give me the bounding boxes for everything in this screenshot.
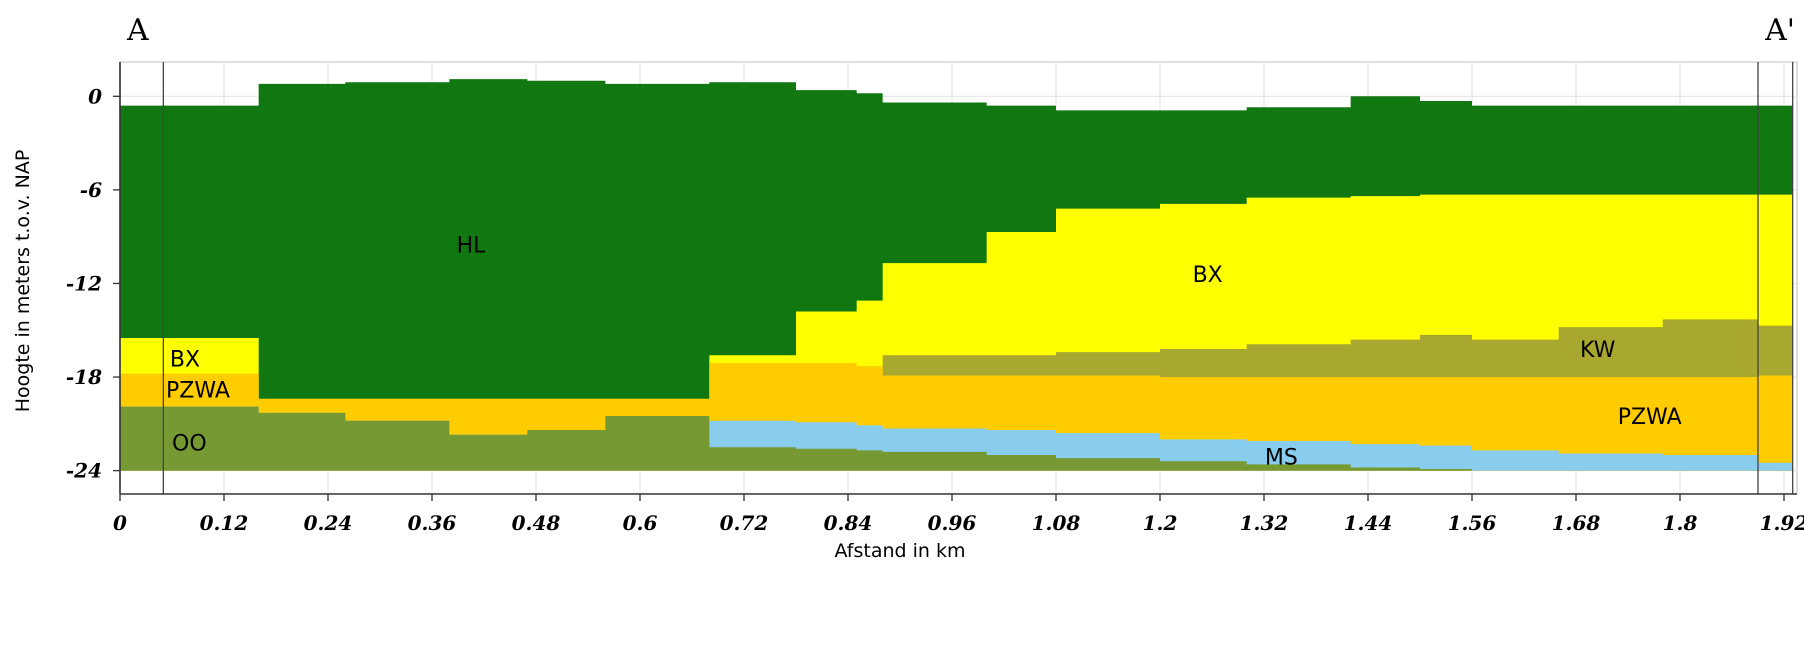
x-tick-label: 0.72 bbox=[720, 511, 769, 535]
x-axis-ticks: 0 0.12 0.24 0.36 0.48 0.6 0.72 0.84 0.96 1.08 1.2 1… bbox=[113, 494, 1804, 535]
layer-label-oo: OO bbox=[172, 432, 207, 457]
x-tick-label: 0.48 bbox=[512, 511, 561, 535]
x-tick-label: 1.56 bbox=[1448, 511, 1497, 535]
layer-labels: HL BX BX PZWA OO KW PZWA MS bbox=[166, 233, 1682, 470]
y-tick-label: -24 bbox=[66, 459, 102, 483]
x-tick-label: 0.84 bbox=[824, 511, 873, 535]
y-axis-title: Hoogte in meters t.o.v. NAP bbox=[12, 150, 34, 413]
y-tick-label: -18 bbox=[66, 365, 102, 389]
x-tick-label: 1.68 bbox=[1552, 511, 1601, 535]
x-tick-label: 0.96 bbox=[928, 511, 977, 535]
layers bbox=[120, 79, 1793, 471]
x-tick-label: 0 bbox=[113, 511, 127, 535]
x-tick-label: 1.44 bbox=[1344, 511, 1393, 535]
y-tick-label: 0 bbox=[88, 84, 102, 108]
layer-label-ms: MS bbox=[1265, 446, 1298, 471]
section-start-label: A bbox=[126, 13, 149, 48]
y-tick-label: -6 bbox=[80, 178, 102, 202]
x-tick-label: 1.2 bbox=[1143, 511, 1178, 535]
layer-label-kw: KW bbox=[1580, 338, 1616, 363]
x-tick-label: 1.92 bbox=[1760, 511, 1804, 535]
x-tick-label: 0.24 bbox=[304, 511, 353, 535]
layer-label-hl: HL bbox=[457, 233, 487, 258]
x-tick-label: 0.12 bbox=[200, 511, 249, 535]
x-tick-label: 1.32 bbox=[1240, 511, 1289, 535]
layer-label-pzwa: PZWA bbox=[1618, 405, 1682, 430]
layer-label-bx: BX bbox=[170, 347, 200, 372]
y-tick-label: -12 bbox=[66, 271, 102, 295]
x-axis-title: Afstand in km bbox=[834, 540, 965, 562]
x-tick-label: 1.08 bbox=[1032, 511, 1081, 535]
layer-oo bbox=[120, 406, 1793, 471]
x-tick-label: 1.8 bbox=[1663, 511, 1698, 535]
y-axis-ticks: 0 -6 -12 -18 -24 bbox=[66, 84, 120, 483]
x-tick-label: 0.36 bbox=[408, 511, 457, 535]
x-tick-label: 0.6 bbox=[623, 511, 658, 535]
section-end-label: A' bbox=[1764, 13, 1795, 48]
layer-label-pzwa: PZWA bbox=[166, 379, 230, 404]
layer-label-bx: BX bbox=[1193, 263, 1223, 288]
